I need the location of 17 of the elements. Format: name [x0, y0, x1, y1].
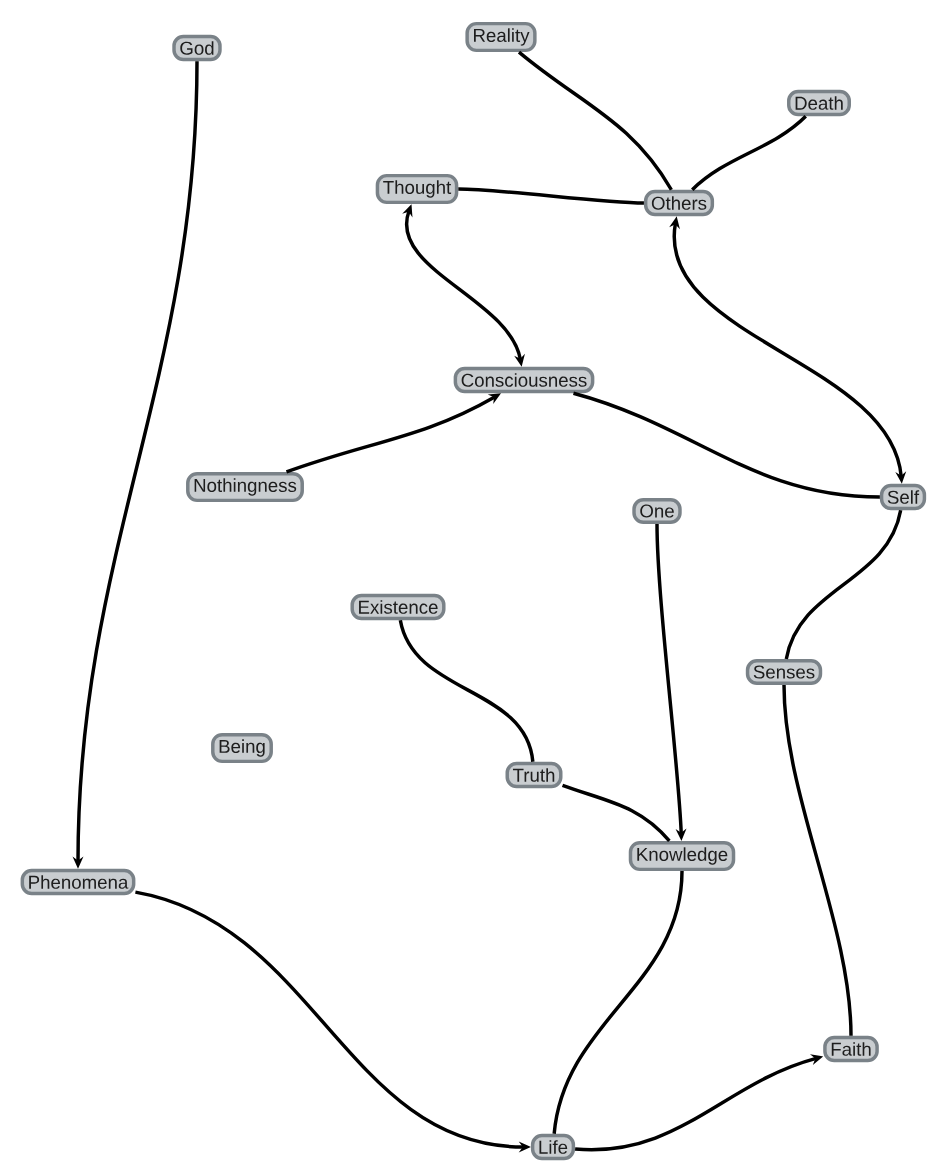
concept-box: Life [530, 1133, 576, 1161]
concept-box: God [172, 34, 222, 62]
concept-box: Being [211, 732, 273, 764]
concept-box: Faith [823, 1035, 879, 1063]
concept-box: Nothingness [186, 471, 304, 503]
concept-box: Death [787, 89, 851, 117]
concept-box: Senses [745, 659, 823, 685]
concept-box: Truth [505, 761, 563, 789]
concept-box: Others [643, 189, 715, 217]
concept-box: Reality [465, 21, 537, 53]
concept-box: Phenomena [20, 868, 136, 896]
concept-box: Knowledge [628, 840, 736, 872]
concept-box: One [632, 498, 682, 524]
concept-box: Consciousness [453, 366, 595, 394]
concept-box: Thought [375, 173, 459, 205]
concept-box: Existence [350, 593, 446, 621]
concept-box: Self [879, 483, 927, 511]
